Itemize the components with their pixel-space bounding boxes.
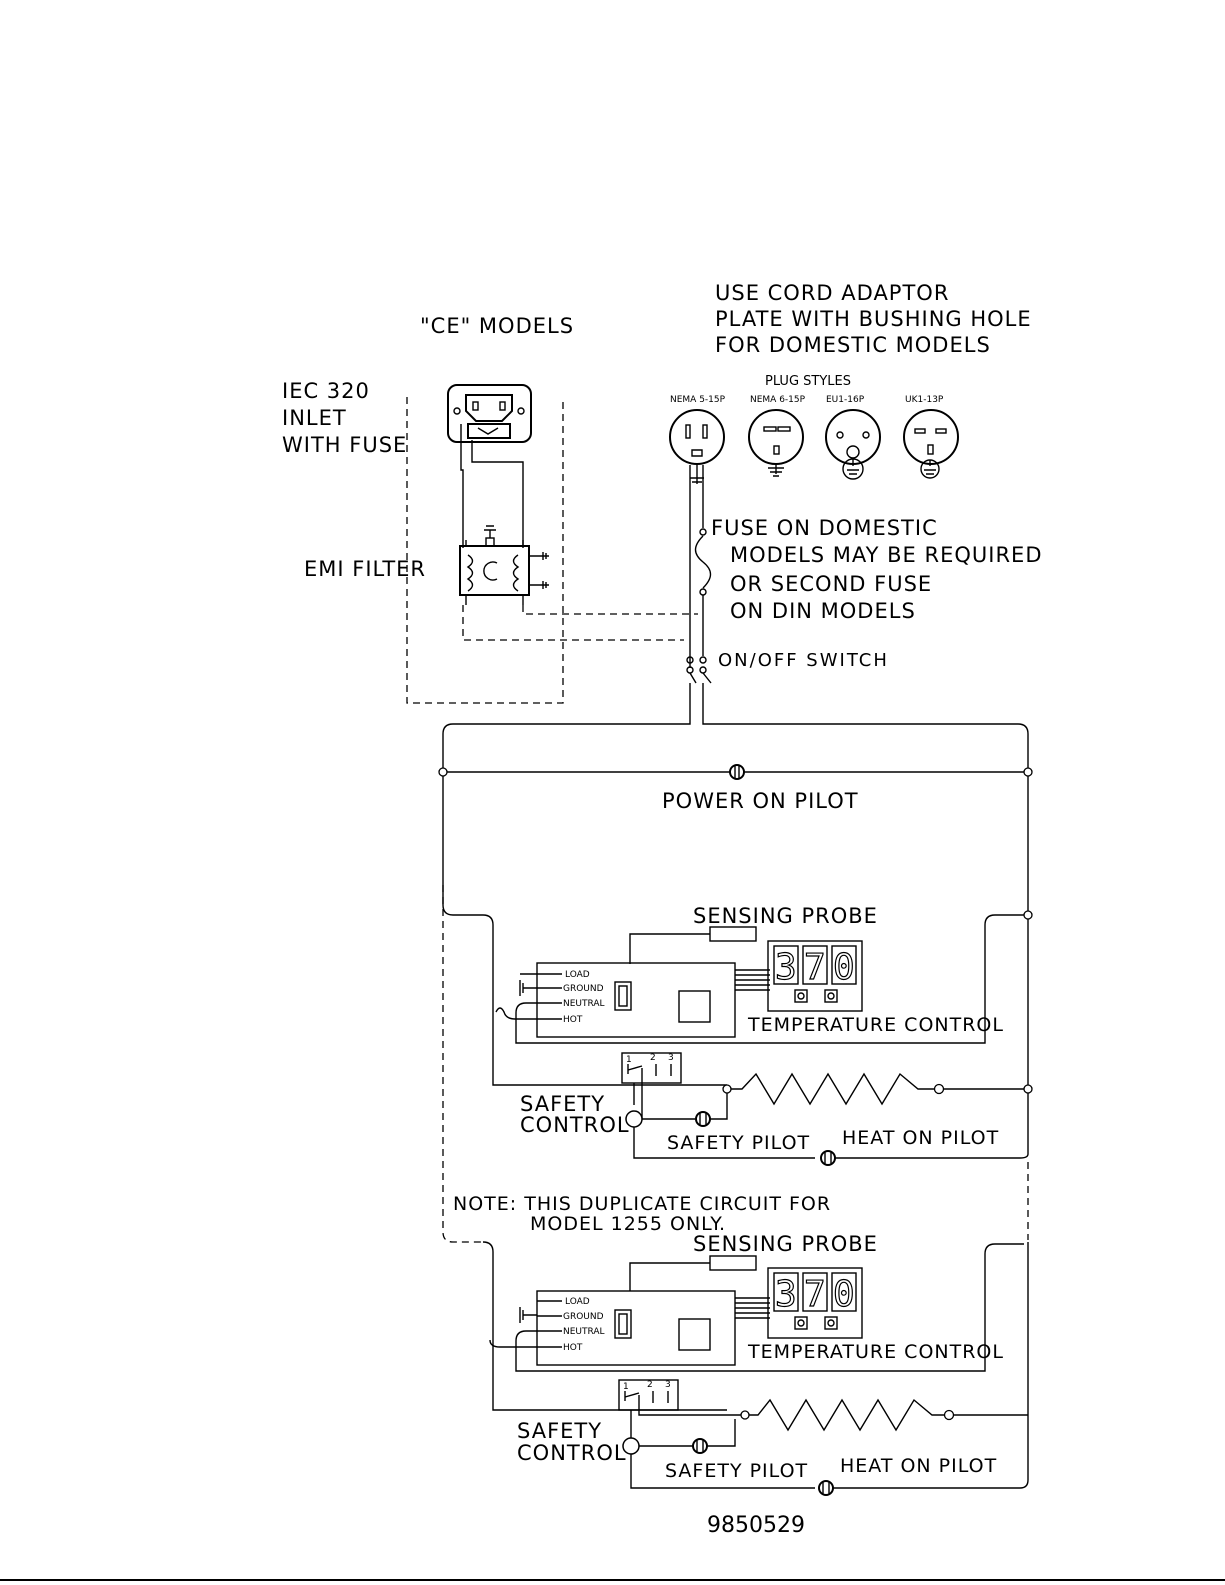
eu1-16p-plug-icon [825,409,881,480]
heating-element-icon [731,1072,934,1106]
cord-adaptor-label-3: FOR DOMESTIC MODELS [715,333,991,357]
safety-control-label-2: CONTROL [520,1113,630,1137]
display-button [824,1316,838,1330]
fuse-note-label-3: OR SECOND FUSE [730,572,932,596]
display-digit: 7 [804,1274,826,1315]
fuse-note-label-4: ON DIN MODELS [730,599,916,623]
iec-inlet-icon [447,384,532,443]
heat-on-pilot-lamp-icon [818,1480,834,1496]
heating-element-icon [749,1398,944,1432]
cord-adaptor-label-2: PLATE WITH BUSHING HOLE [715,307,1032,331]
ce-models-boundary [406,397,564,704]
heat-on-pilot-lamp-icon [820,1150,836,1166]
display-button [824,989,838,1003]
plug-name: NEMA 6-15P [750,395,806,405]
safety-pilot-lamp-icon [695,1111,711,1127]
switch-pin: 2 [647,1380,653,1390]
temperature-display [767,1267,863,1339]
note-label-1: NOTE: THIS DUPLICATE CIRCUIT FOR [453,1193,831,1215]
terminal-label: NEUTRAL [563,999,605,1009]
ground-icon [519,980,537,996]
safety-control-label-1: SAFETY [520,1092,605,1116]
controller-board [536,962,736,1038]
temperature-control-circuit-1: SENSING PROBE LOAD GROUND NEUTRAL HOT 3 … [495,904,1033,1166]
plug-styles-label: PLUG STYLES [765,374,851,389]
power-on-pilot-lamp-icon [729,764,745,780]
terminal-label: HOT [563,1343,583,1353]
switch-pin: 1 [626,1055,632,1065]
document-number: 9850529 [707,1513,805,1538]
safety-control-switch [618,1379,679,1411]
display-digit: 0 [833,1274,855,1315]
heat-on-pilot-label: HEAT ON PILOT [840,1455,997,1477]
display-digit: 7 [804,947,826,988]
iec-inlet-label-2: INLET [282,406,347,430]
sensing-probe-icon [709,1255,757,1271]
safety-control-label-2: CONTROL [517,1441,627,1465]
iec-inlet-label-3: WITH FUSE [282,433,407,457]
terminal-label: LOAD [565,970,590,980]
safety-control-label-1: SAFETY [517,1419,602,1443]
cord-adaptor-label-1: USE CORD ADAPTOR [715,281,949,305]
heat-on-pilot-label: HEAT ON PILOT [842,1127,999,1149]
terminal-label: GROUND [563,984,604,994]
safety-pilot-label: SAFETY PILOT [665,1460,808,1482]
controller-board [536,1290,736,1366]
plug-name: EU1-16P [826,395,865,405]
nema-5-15p-plug-icon [669,409,725,484]
display-digit: 3 [775,1274,797,1315]
uk1-13p-plug-icon [903,409,959,479]
sensing-probe-label: SENSING PROBE [693,1232,878,1256]
terminal-label: LOAD [565,1297,590,1307]
switch-pin: 3 [668,1053,674,1063]
display-button [794,1316,808,1330]
fuse-note-label-1: FUSE ON DOMESTIC [711,516,938,540]
temperature-display [767,940,863,1012]
on-off-switch-label: ON/OFF SWITCH [718,650,889,671]
safety-pilot-lamp-icon [692,1438,708,1454]
switch-pin: 3 [665,1380,671,1390]
emi-filter-icon [459,525,549,605]
plug-name: NEMA 5-15P [670,395,726,405]
emi-filter-label: EMI FILTER [304,557,426,581]
display-digit: 3 [775,947,797,988]
safety-pilot-label: SAFETY PILOT [667,1132,810,1154]
temperature-control-label: TEMPERATURE CONTROL [747,1341,1004,1363]
iec-inlet-label-1: IEC 320 [282,379,370,403]
power-on-pilot-label: POWER ON PILOT [662,789,859,813]
switch-pin: 1 [623,1382,629,1392]
ce-models-label: "CE" MODELS [420,314,574,338]
fuse-note-label-2: MODELS MAY BE REQUIRED [730,543,1042,567]
ground-icon [519,1307,537,1323]
temperature-control-label: TEMPERATURE CONTROL [747,1014,1004,1036]
sensing-probe-icon [709,926,757,942]
nema-6-15p-plug-icon [748,409,804,477]
display-digit: 0 [833,947,855,988]
controller-chip [678,1318,711,1351]
safety-control-switch [621,1052,682,1084]
terminal-label: GROUND [563,1312,604,1322]
terminal-label: NEUTRAL [563,1327,605,1337]
controller-chip [678,990,711,1023]
sensing-probe-label: SENSING PROBE [693,904,878,928]
terminal-label: HOT [563,1015,583,1025]
temperature-control-circuit-2: SENSING PROBE LOAD GROUND NEUTRAL HOT 3 … [489,1232,1028,1496]
switch-pin: 2 [650,1053,656,1063]
fuse-icon [694,535,712,589]
on-off-switch-icon [686,656,712,684]
plug-name: UK1-13P [905,395,944,405]
display-button [794,989,808,1003]
note-label-2: MODEL 1255 ONLY. [530,1213,726,1235]
